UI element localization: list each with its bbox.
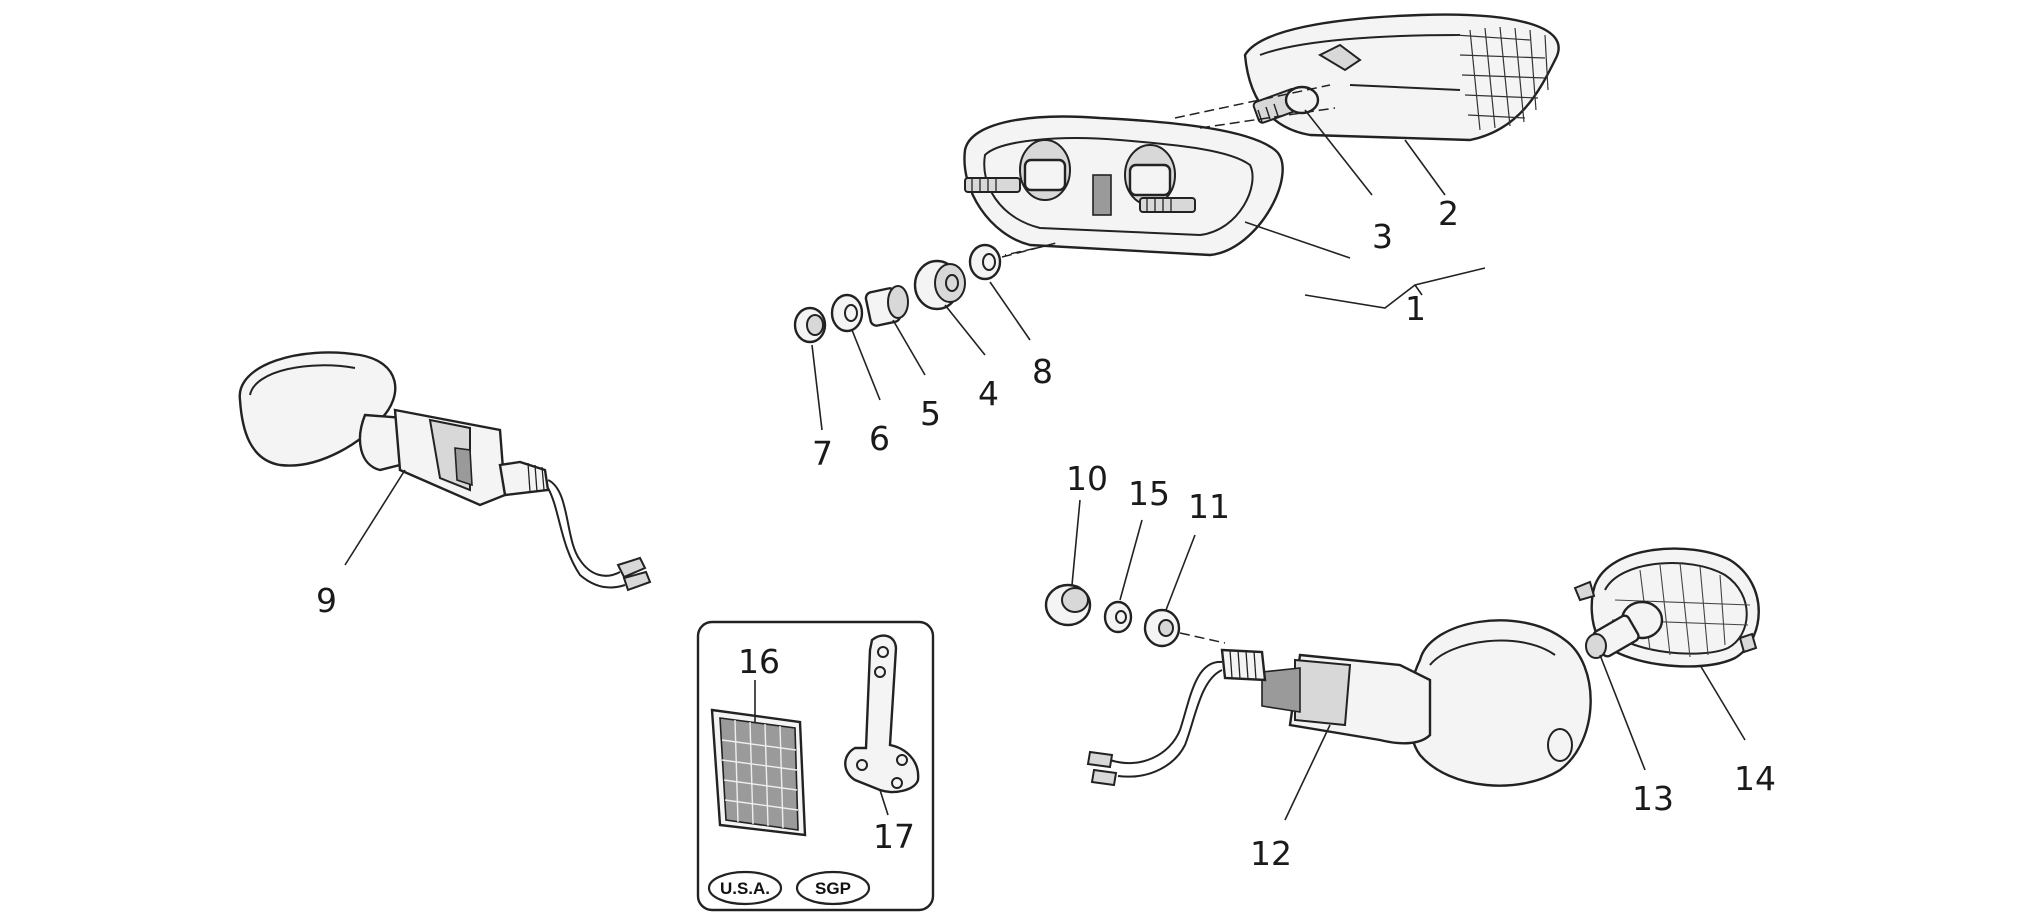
reflector-part-16 [710,708,807,837]
callout-5: 5 [920,394,941,433]
callout-7: 7 [812,434,833,473]
callout-15: 15 [1128,474,1170,513]
nut-part-10 [1044,583,1092,627]
washer-part-11 [1143,608,1181,648]
washer-part-15 [1103,600,1133,634]
callout-3: 3 [1372,217,1393,256]
callout-numbers: 1 2 3 4 5 6 7 8 9 10 11 12 13 14 15 16 1… [316,194,1776,873]
callout-8: 8 [1032,352,1053,391]
callout-9: 9 [316,581,337,620]
callout-1: 1 [1405,289,1426,328]
turn-signal-part-9 [238,351,652,592]
usa-badge: U.S.A. [707,870,783,906]
callout-4: 4 [978,374,999,413]
bulb-part-13 [1585,600,1664,659]
callout-13: 13 [1632,779,1674,818]
sgp-badge: SGP [795,870,871,906]
washer-part-6 [830,293,864,333]
spacer-part-5 [864,285,909,327]
callout-14: 14 [1734,759,1776,798]
bulb-part-3 [1252,85,1320,124]
washer-part-8 [968,243,1002,281]
callout-17: 17 [873,817,915,856]
bracket-part-17 [844,634,920,794]
nut-part-7 [793,306,827,344]
callout-12: 12 [1250,834,1292,873]
callout-11: 11 [1188,487,1230,526]
tail-light-housing-part-1 [963,115,1284,257]
usa-badge-label: U.S.A. [720,879,770,898]
tail-light-lens-part-2 [1243,13,1560,142]
callout-6: 6 [869,419,890,458]
callout-10: 10 [1066,459,1108,498]
sgp-badge-label: SGP [815,879,851,898]
callout-16: 16 [738,642,780,681]
leader-lines [344,109,1746,821]
turn-signal-part-12 [1086,619,1592,787]
grommet-part-4 [913,259,966,311]
callout-2: 2 [1438,194,1459,233]
